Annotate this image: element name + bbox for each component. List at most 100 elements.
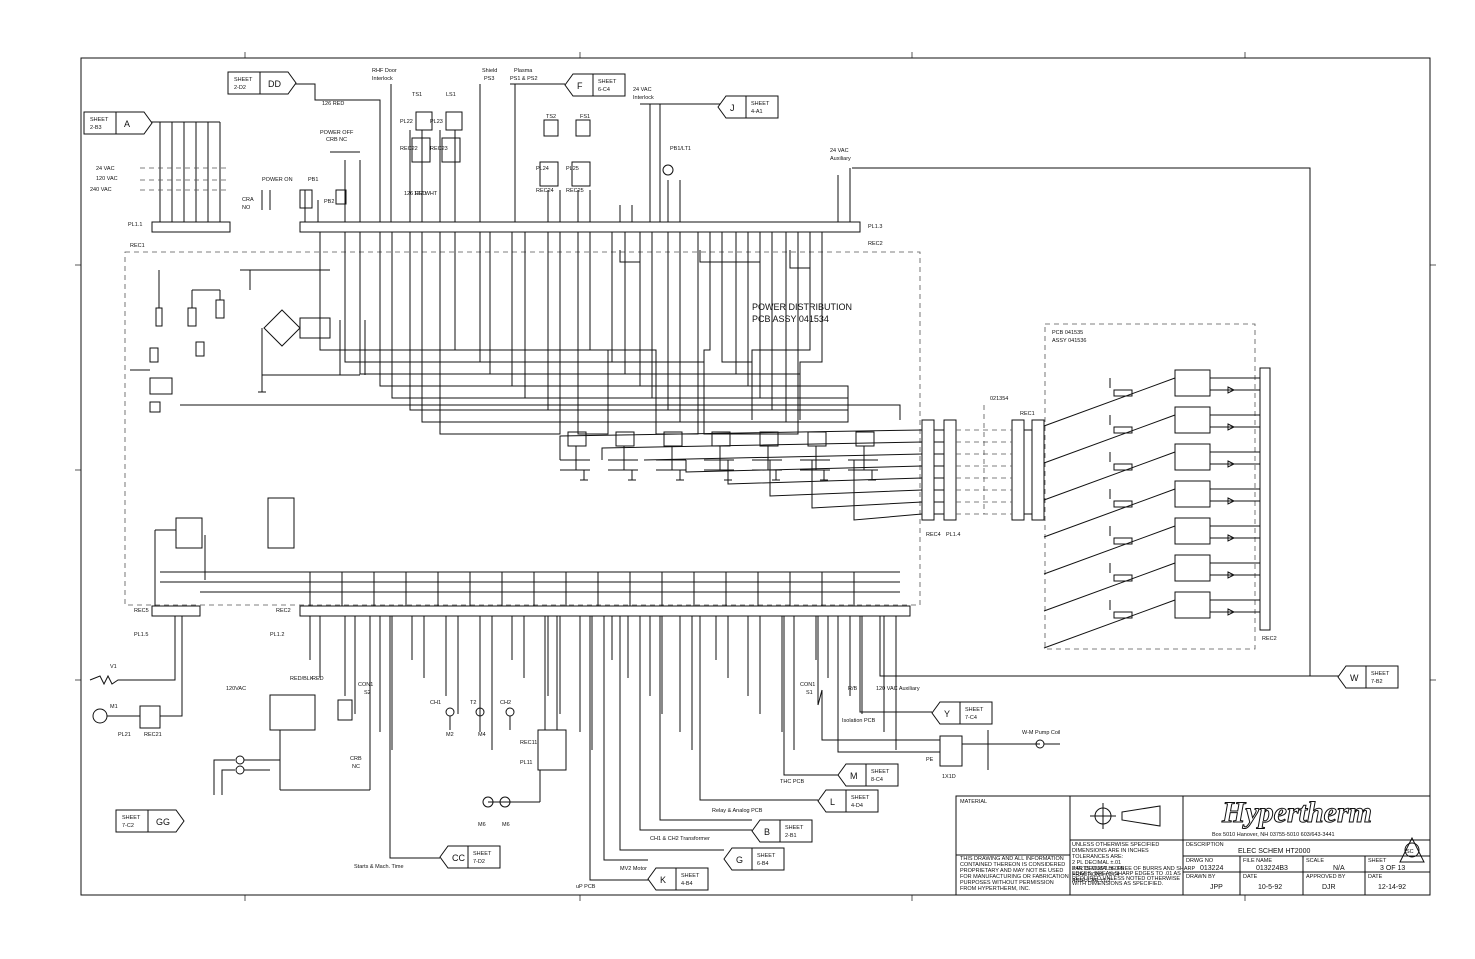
drawn-by: JPP [1210, 884, 1223, 891]
label-pl25: PL25 [566, 166, 579, 172]
label-con1s1: CON1 [800, 682, 815, 688]
sheet-ref-label: SHEET [598, 79, 617, 85]
label-rec2b: REC2 [1262, 636, 1277, 642]
label-power-off: POWER OFF [320, 130, 354, 136]
power-distribution-pcb-outline [124, 251, 921, 606]
label-pl24: PL24 [536, 166, 549, 172]
propnote-line: FOR MANUFACTURING OR FABRICATION [960, 874, 1069, 880]
sheet-ref-location: 6-B4 [757, 861, 769, 867]
sheet-ref-id: F [577, 81, 583, 91]
sheet-ref-label: SHEET [234, 77, 253, 83]
scale: N/A [1333, 865, 1345, 872]
label-rec2c: REC2 [276, 608, 291, 614]
sheet-ref-label: SHEET [473, 851, 492, 857]
tolnote-line: UNLESS OTHERWISE SPECIFIED [1072, 842, 1159, 848]
label-relay: Relay & Analog PCB [712, 808, 763, 814]
revision: SC [1406, 849, 1414, 855]
label-rec1: REC1 [130, 243, 145, 249]
propnote-line: FROM HYPERTHERM, INC. [960, 886, 1031, 892]
label-v24-aux1: 24 VAC [830, 148, 849, 154]
label-v24: 24 VAC [96, 166, 115, 172]
label-v120: 120 VAC [96, 176, 118, 182]
sheet-ref-f[interactable]: F SHEET 6-C4 [564, 73, 626, 97]
tolnote-line: 3 PL DECIMAL ±.005 [1072, 866, 1124, 872]
pcb-traces [160, 232, 923, 606]
label-m1: M1 [110, 704, 118, 710]
propnote-line: PROPRIETARY AND MAY NOT BE USED [960, 868, 1063, 874]
tolnote-line: ANGULAR ±1/2° [1072, 878, 1113, 884]
label-t2: T2 [470, 700, 476, 706]
side-pcb-title: PCB 041535 [1052, 330, 1083, 336]
label-power-on: POWER ON [262, 177, 293, 183]
title-block: MATERIAL Hypertherm Box 5010 Hanover, NH… [955, 795, 1431, 896]
label-plasma2: PS1 & PS2 [510, 76, 538, 82]
sheet-ref-location: 7-C2 [122, 823, 134, 829]
drawing-no-label: DRWG NO [1186, 858, 1214, 864]
label-wm: W-M Pump Coil [1022, 730, 1060, 736]
sheet-ref-id: K [660, 875, 666, 885]
label-w126: 126 RED [322, 101, 344, 107]
label-transformer: CH1 & CH2 Transformer [650, 836, 710, 842]
label-red: RED [312, 676, 324, 682]
label-redblk: RED/BLK [290, 676, 314, 682]
label-rb: R/B [848, 686, 858, 692]
label-pb1lt: PB1/LT1 [670, 146, 691, 152]
label-s1: S1 [806, 690, 813, 696]
label-ls1: LS1 [446, 92, 456, 98]
sheet-ref-location: 4-A1 [751, 109, 763, 115]
finnote-line: REQUIRED UNLESS NOTED OTHERWISE [1072, 876, 1180, 882]
label-rhf1: RHF Door [372, 68, 397, 74]
sheet-ref-id: CC [452, 853, 465, 863]
pcb-title: POWER DISTRIBUTION [752, 302, 852, 312]
finnote-line: EDGES. BREAK SHARP EDGES TO .01 AS [1072, 871, 1181, 877]
label-v240: 240 VAC [90, 187, 112, 193]
sheet-ref-label: SHEET [90, 117, 109, 123]
label-cra: CRA [242, 197, 254, 203]
top-wiring [140, 83, 1340, 677]
finish-note: PARTS MUST BE FREE OF BURRS AND SHARPEDG… [1072, 866, 1195, 887]
finnote-line: PARTS MUST BE FREE OF BURRS AND SHARP [1072, 866, 1195, 872]
sheet-ref-id: Y [944, 709, 950, 719]
label-starts: Starts & Mach. Time [354, 864, 404, 870]
label-ch1: CH1 [430, 700, 441, 706]
label-v120ac: 120VAC [226, 686, 246, 692]
sheet-ref-id: B [764, 827, 770, 837]
sheet-ref-id: J [730, 103, 735, 113]
label-m6a: M6 [478, 822, 486, 828]
sheet-ref-location: 2-B1 [785, 833, 797, 839]
drawn-date-label: DATE [1243, 874, 1258, 880]
sheet-ref-location: 6-C4 [598, 87, 610, 93]
drawn-date: 10-5-92 [1258, 884, 1282, 891]
label-thc: THC PCB [780, 779, 804, 785]
sheet-ref-id: G [736, 855, 743, 865]
label-fs1: FS1 [580, 114, 590, 120]
approved-date-label: DATE [1368, 874, 1383, 880]
sheet-ref-id: DD [268, 79, 281, 89]
label-pl23: PL23 [430, 119, 443, 125]
tolnote-line: 2 PL DECIMAL ±.01 [1072, 860, 1121, 866]
pcb-assy: PCB ASSY 041534 [752, 314, 829, 324]
label-nc: NC [352, 764, 360, 770]
sheet-ref-label: SHEET [1371, 671, 1390, 677]
label-tb: 1X1D [942, 774, 956, 780]
sheet-ref-location: 4-B4 [681, 881, 693, 887]
approved-date: 12-14-92 [1378, 884, 1406, 891]
sheet-ref-id: M [850, 771, 858, 781]
rectifier-section [130, 269, 366, 606]
